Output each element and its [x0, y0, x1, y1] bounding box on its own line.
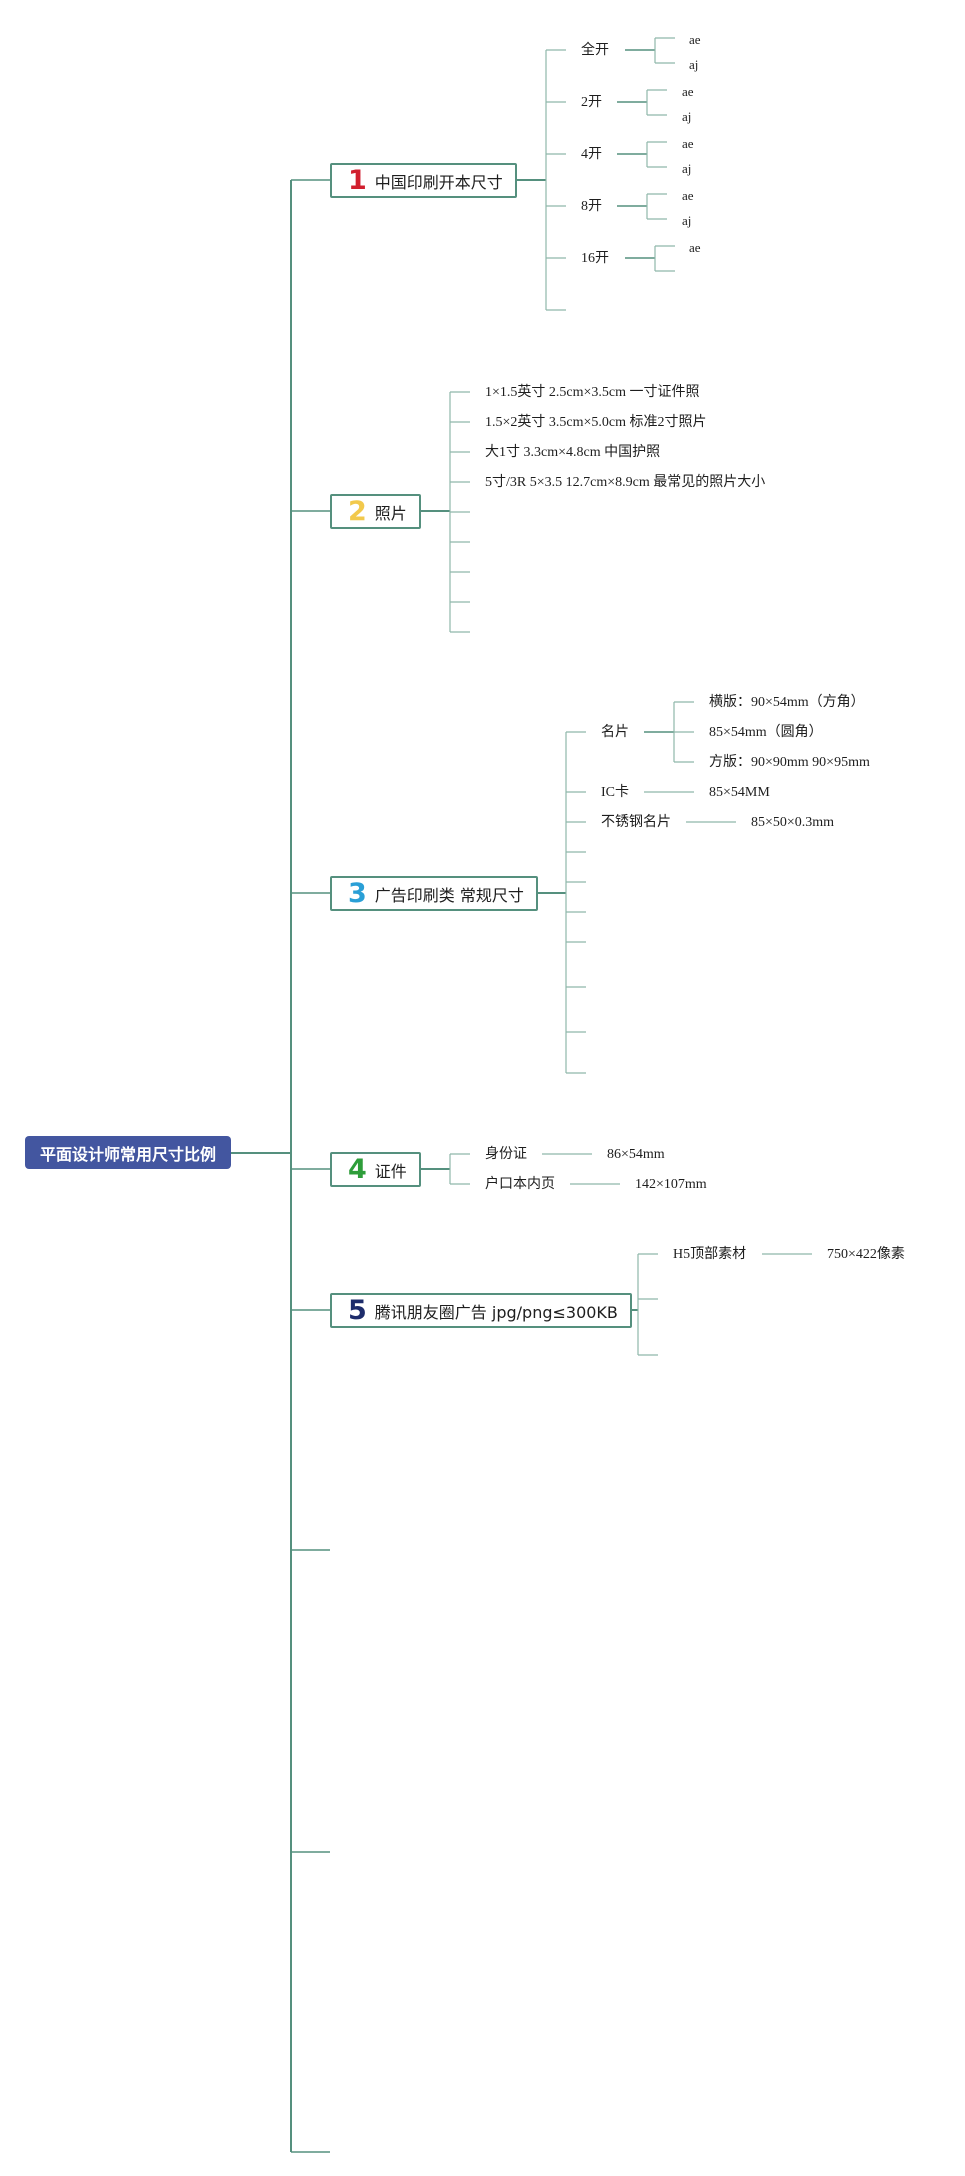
branch-id-documents[interactable]: 4 证件	[330, 1152, 421, 1187]
branch-ad-print[interactable]: 3 广告印刷类 常规尺寸	[330, 876, 538, 911]
item-label[interactable]: 大1寸 3.3cm×4.8cm 中国护照	[485, 445, 661, 460]
leaf-label: 85×50×0.3mm	[751, 815, 835, 830]
leaf-label: 方版：90×90mm 90×95mm	[709, 755, 870, 770]
branch-number: 5	[348, 1295, 367, 1326]
item-label[interactable]: 8开	[581, 199, 602, 214]
branch-wechat-ads[interactable]: 5 腾讯朋友圈广告 jpg/png≤300KB	[330, 1293, 632, 1328]
item-label[interactable]: 4开	[581, 147, 602, 162]
item-label[interactable]: 2开	[581, 95, 602, 110]
branch-number: 2	[348, 496, 367, 527]
item-label[interactable]: IC卡	[601, 785, 629, 800]
leaf-label: 86×54mm	[607, 1147, 665, 1162]
leaf-label: 750×422像素	[827, 1247, 905, 1262]
item-label[interactable]: 1.5×2英寸 3.5cm×5.0cm 标准2寸照片	[485, 415, 707, 430]
leaf-label: aj	[682, 213, 692, 228]
item-label[interactable]: 户口本内页	[485, 1177, 555, 1192]
root-label: 平面设计师常用尺寸比例	[39, 1144, 216, 1164]
root-node[interactable]: 平面设计师常用尺寸比例	[25, 1136, 231, 1169]
leaf-label: ae	[689, 240, 701, 255]
item-label[interactable]: H5顶部素材	[673, 1247, 747, 1262]
leaf-label: 横版：90×54mm（方角）	[709, 695, 865, 710]
branch-label: 证件	[374, 1161, 407, 1181]
branch-print-sizes[interactable]: 1 中国印刷开本尺寸	[330, 163, 517, 198]
branch-label: 中国印刷开本尺寸	[374, 172, 503, 192]
leaf-label: ae	[682, 84, 694, 99]
leaf-label: 85×54MM	[709, 785, 770, 800]
branch-number: 3	[348, 878, 367, 909]
item-label[interactable]: 身份证	[485, 1147, 527, 1162]
leaf-label: 85×54mm（圆角）	[709, 725, 823, 740]
item-label[interactable]: 5寸/3R 5×3.5 12.7cm×8.9cm 最常见的照片大小	[485, 475, 766, 490]
branch-label: 腾讯朋友圈广告 jpg/png≤300KB	[374, 1302, 618, 1322]
branch-number: 1	[348, 165, 367, 196]
branch-label: 照片	[374, 503, 407, 523]
leaf-label: ae	[682, 188, 694, 203]
leaf-label: ae	[689, 32, 701, 47]
item-label[interactable]: 16开	[581, 251, 609, 266]
branch-label: 广告印刷类 常规尺寸	[374, 885, 524, 905]
branch-photos[interactable]: 2 照片	[330, 494, 421, 529]
item-label[interactable]: 全开	[581, 43, 609, 58]
leaf-label: 142×107mm	[635, 1177, 707, 1192]
item-label[interactable]: 名片	[601, 725, 629, 740]
leaf-label: aj	[689, 57, 699, 72]
item-label[interactable]: 1×1.5英寸 2.5cm×3.5cm 一寸证件照	[485, 385, 700, 400]
leaf-label: aj	[682, 161, 692, 176]
branch-number: 4	[348, 1154, 367, 1185]
leaf-label: aj	[682, 109, 692, 124]
leaf-label: ae	[682, 136, 694, 151]
item-label[interactable]: 不锈钢名片	[601, 815, 671, 830]
